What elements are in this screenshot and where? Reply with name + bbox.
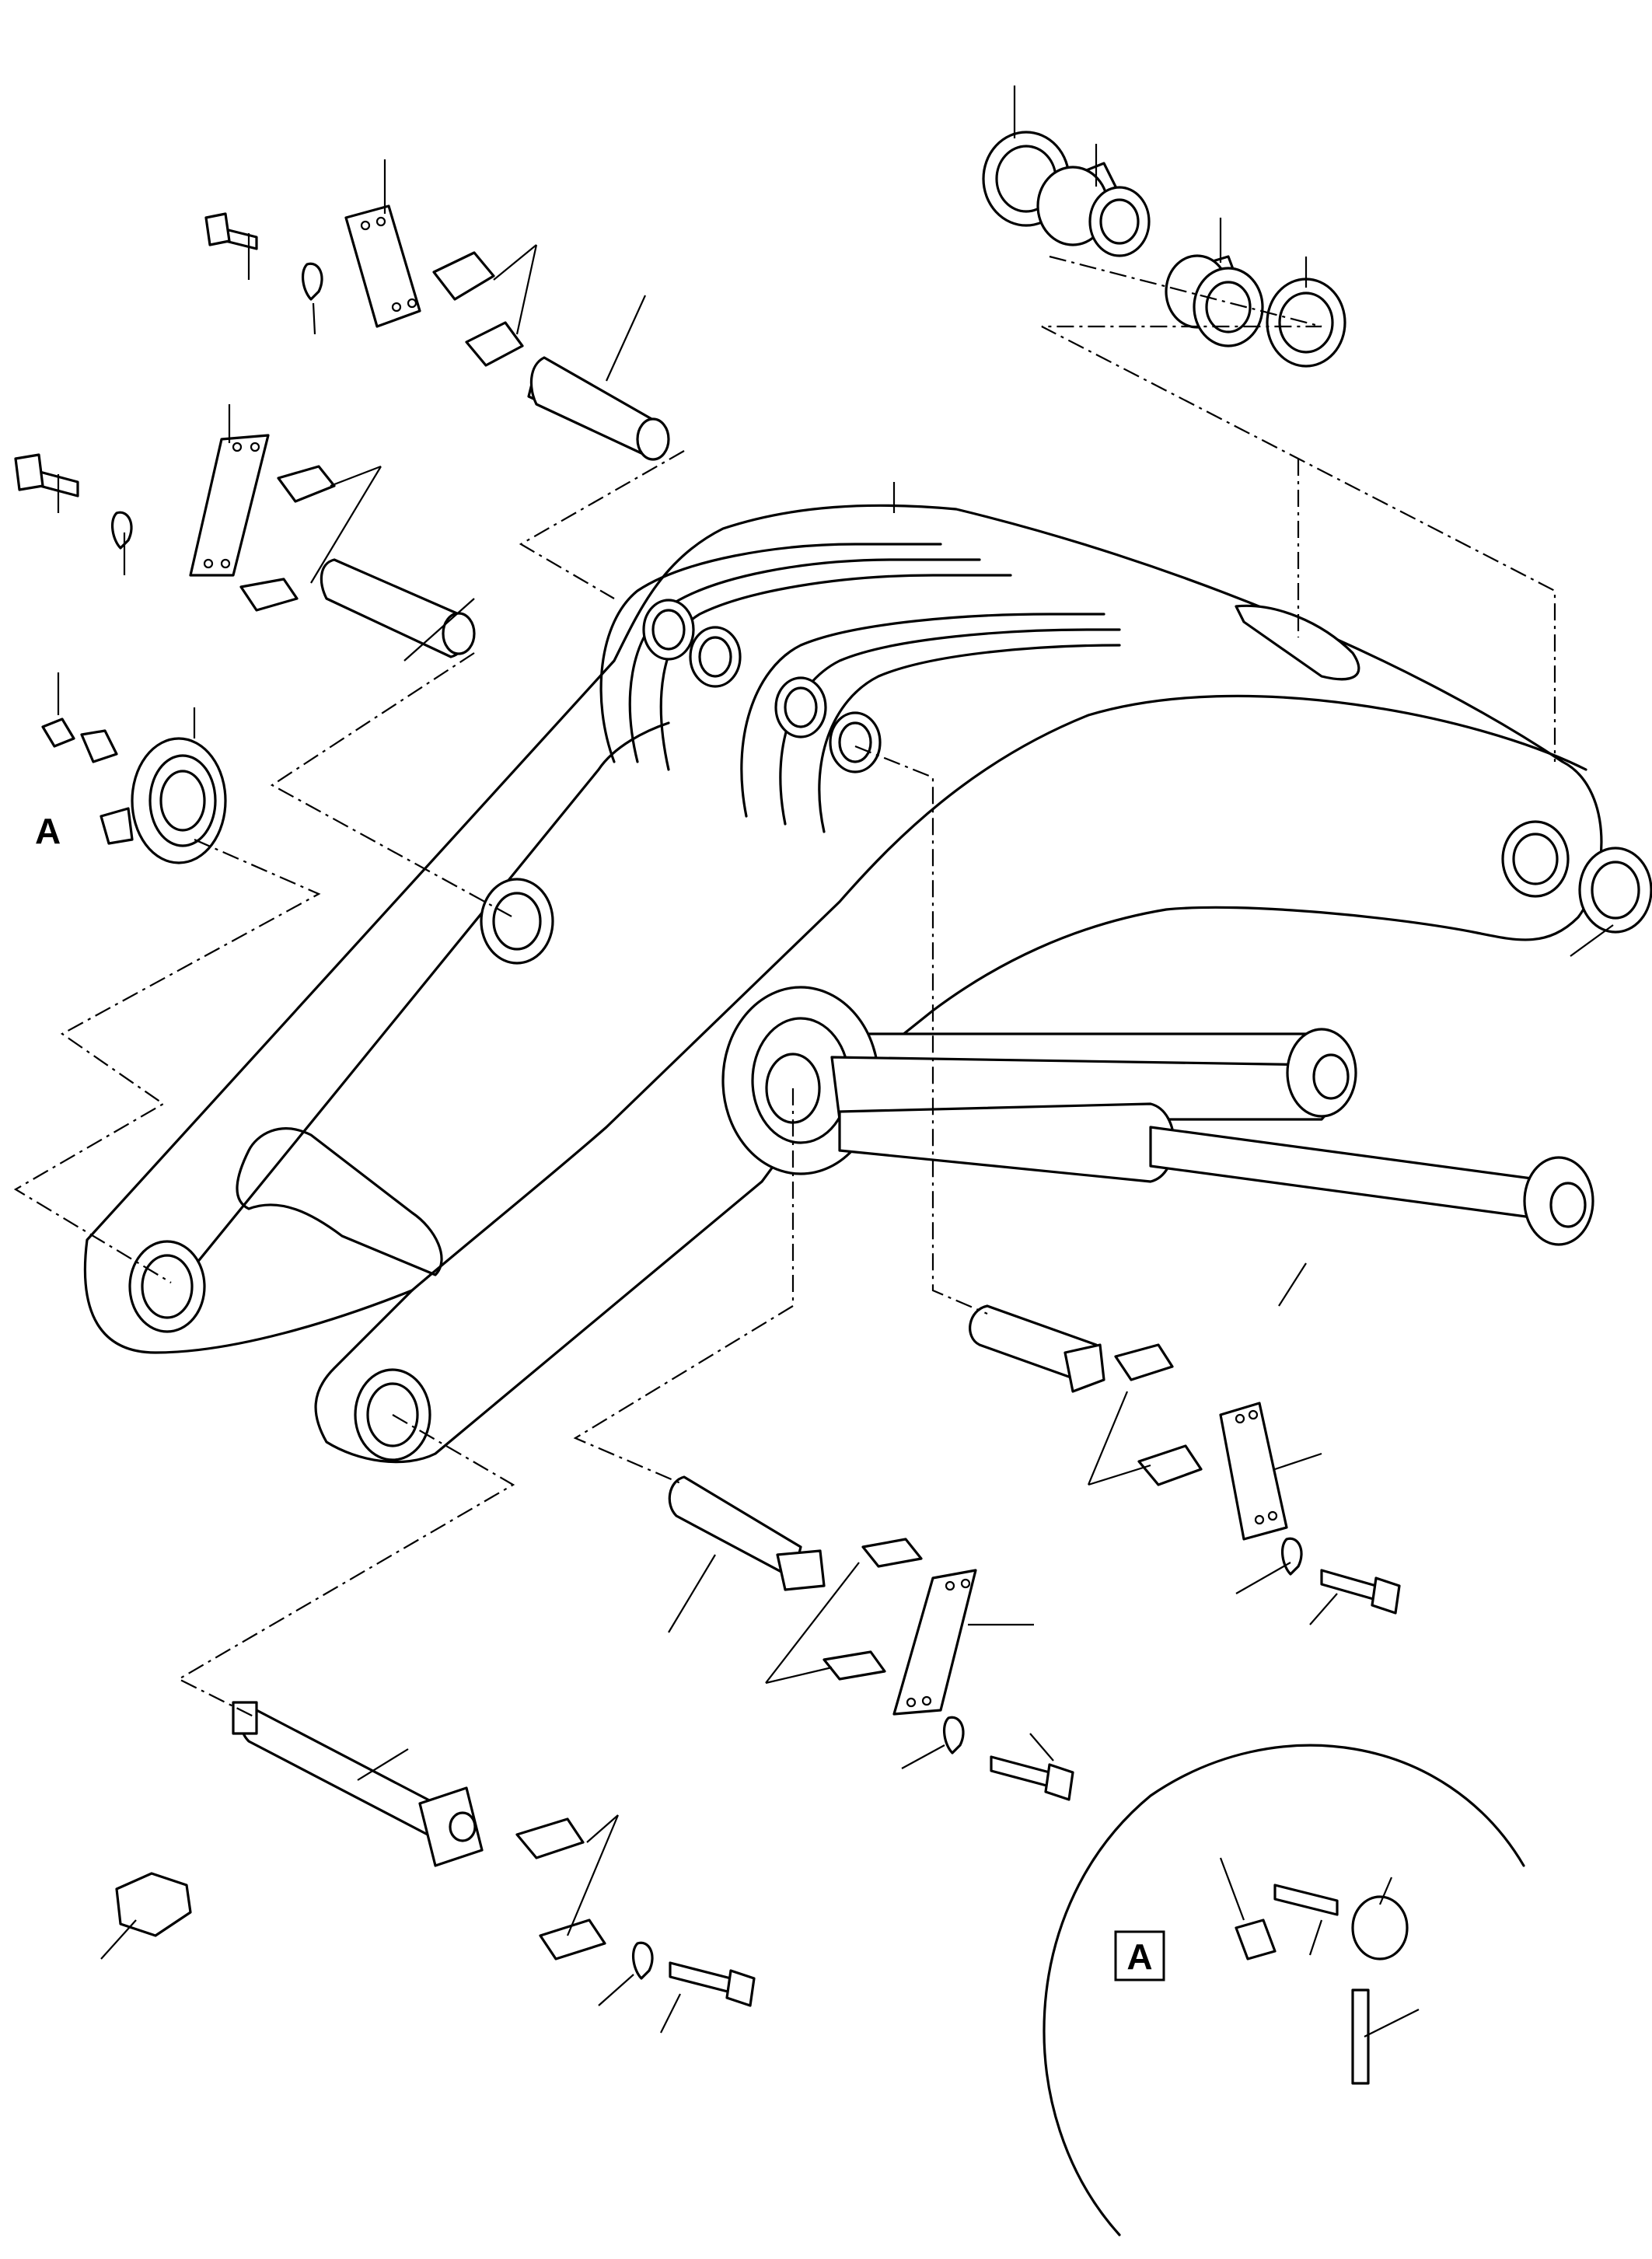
detail-view-label-box: A (1114, 1930, 1165, 1981)
keeper-blocks (239, 251, 1203, 1960)
cross-tube-assembly (721, 986, 1594, 1246)
pin-parts (232, 356, 1105, 1867)
part-leader-lines (57, 86, 1614, 2037)
loose-nut (115, 1872, 192, 1937)
detail-view-label: A (1126, 1936, 1152, 1977)
bushing-parts (1036, 162, 1264, 347)
retainer-plates (189, 204, 1288, 1716)
assembly-center-lines (13, 255, 1556, 1719)
detail-callout-label: A (35, 811, 61, 851)
detail-a-view (1043, 1744, 1525, 2236)
bolts-and-washers (14, 212, 1401, 2007)
loader-arm (83, 504, 1603, 1464)
bearing-assembly (41, 718, 227, 864)
